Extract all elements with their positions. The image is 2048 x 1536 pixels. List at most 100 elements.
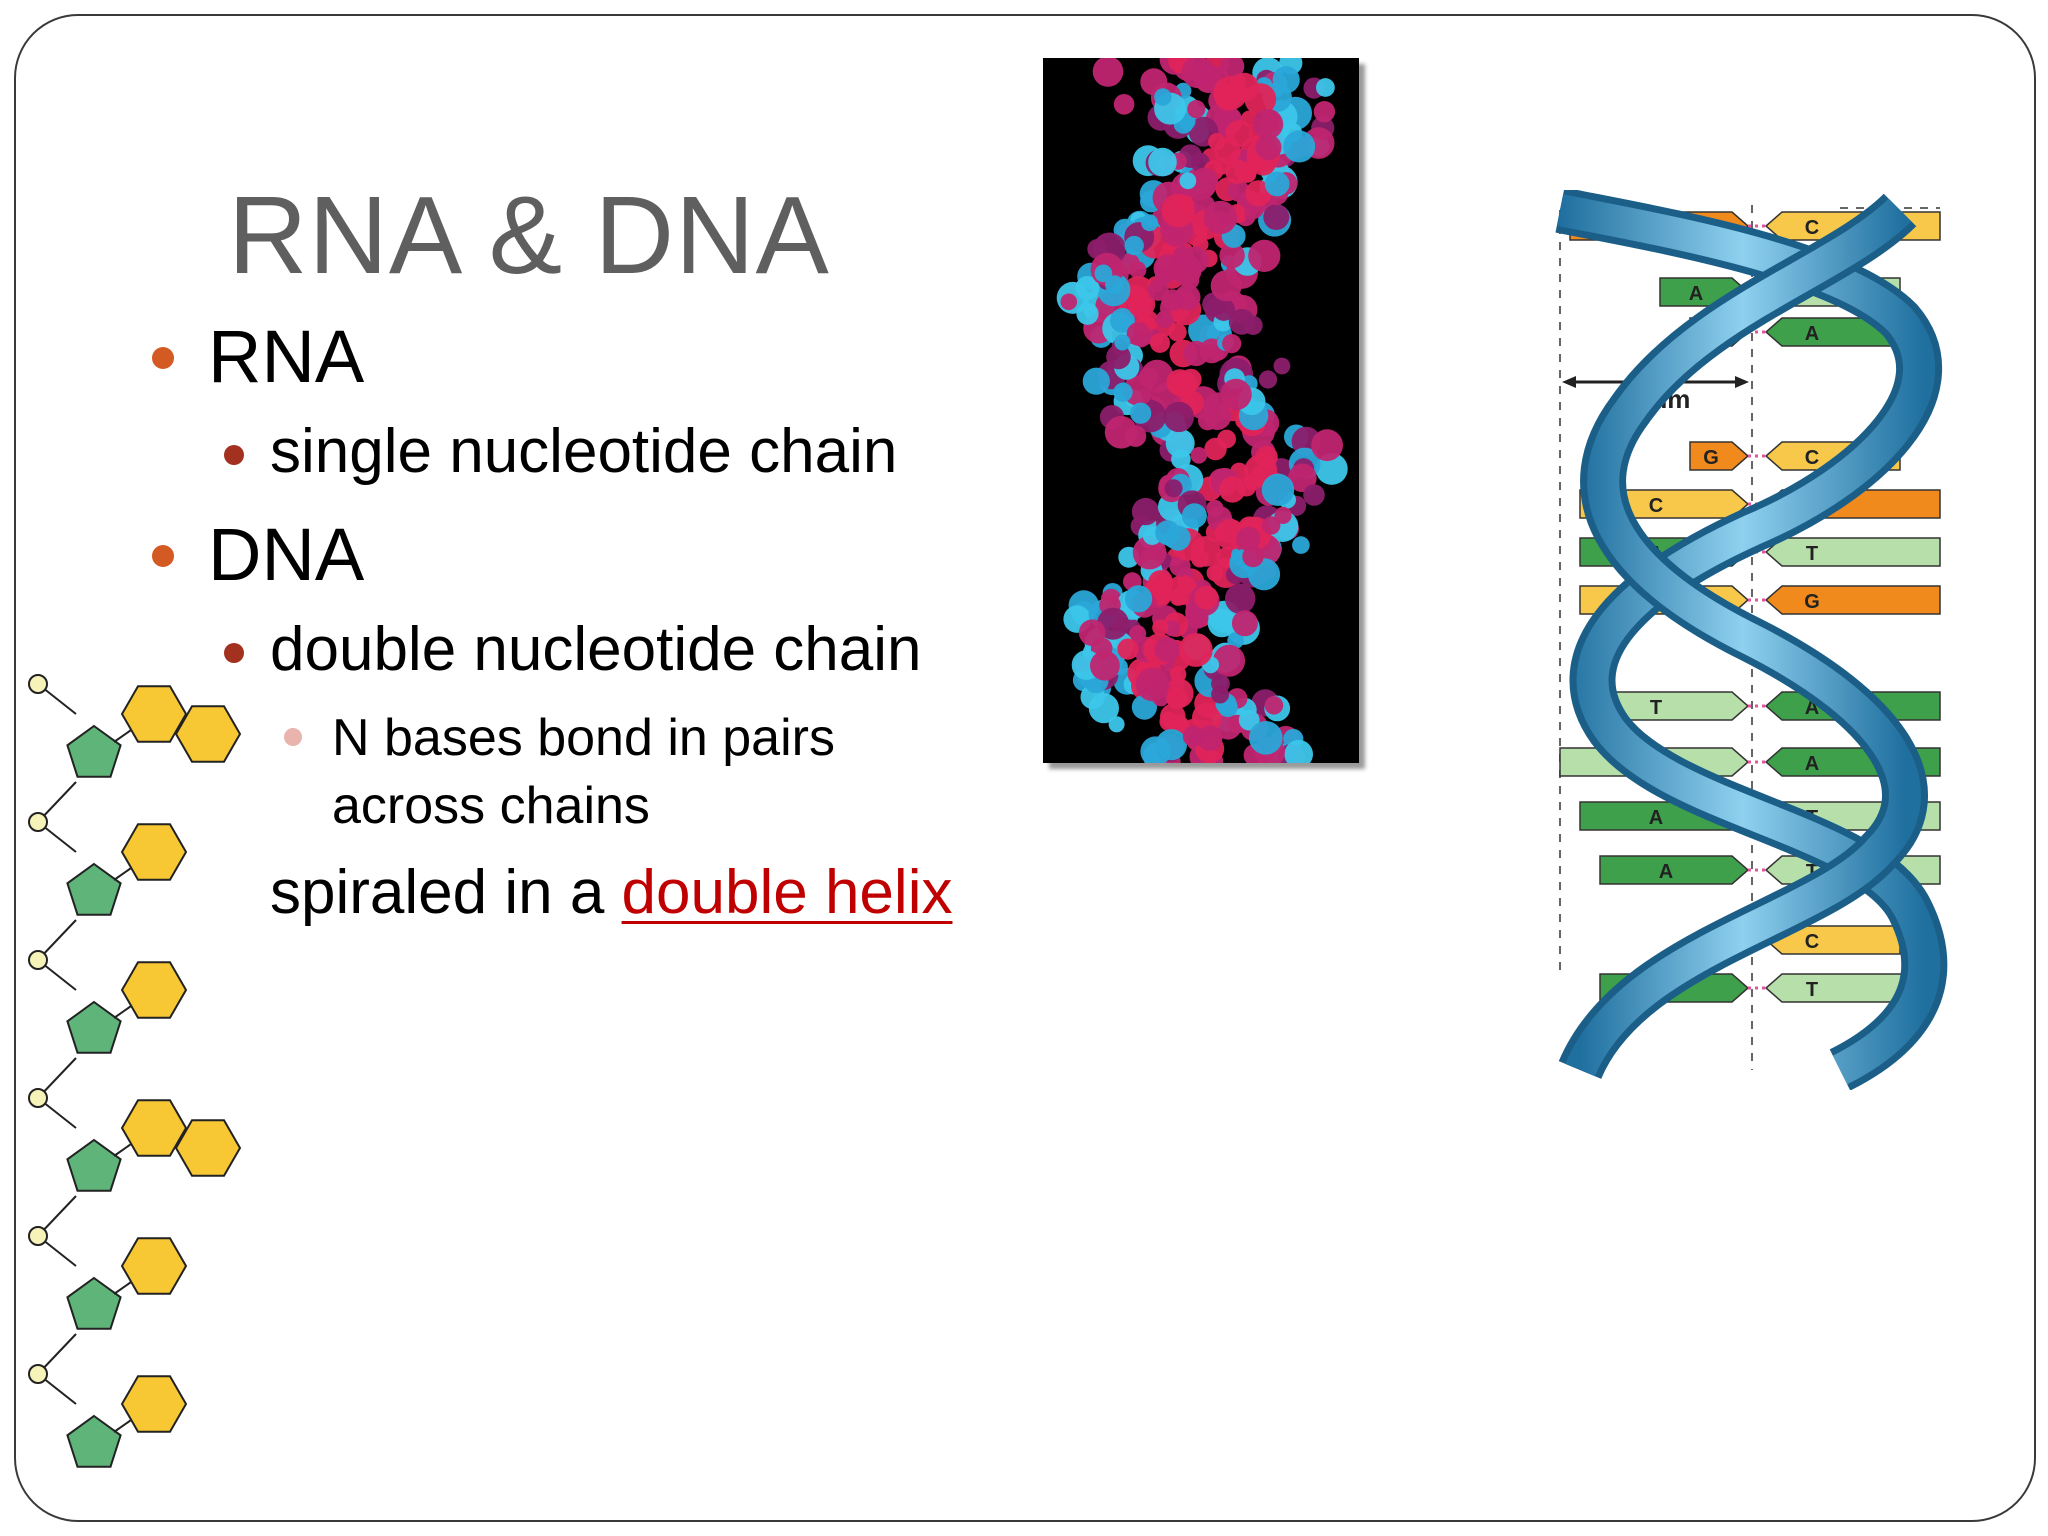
atom-sphere xyxy=(1211,674,1230,693)
atom-sphere xyxy=(1217,429,1236,449)
atom-sphere xyxy=(1124,235,1144,256)
atom-sphere xyxy=(1110,308,1135,333)
base-hexagon xyxy=(120,1375,188,1433)
atom-sphere xyxy=(1284,739,1313,763)
atom-sphere xyxy=(1082,367,1110,395)
atom-sphere xyxy=(1155,310,1174,329)
atom-sphere xyxy=(1192,702,1222,733)
sugar-pentagon xyxy=(66,1414,122,1468)
atom-sphere xyxy=(1164,620,1180,637)
bullet-dot xyxy=(152,545,174,567)
bullet-dna-continuation: spiraled in a double helix xyxy=(270,857,952,928)
sugar-pentagon xyxy=(66,862,122,916)
atom-sphere xyxy=(1255,445,1278,469)
atom-sphere xyxy=(1273,357,1291,375)
atom-sphere xyxy=(1148,570,1174,596)
base-letter: G xyxy=(1804,591,1820,613)
atom-sphere xyxy=(1187,100,1206,119)
atom-sphere xyxy=(1152,619,1169,636)
atom-sphere xyxy=(1105,275,1124,295)
atom-sphere xyxy=(1163,401,1194,433)
base-letter: A xyxy=(1649,807,1663,829)
sugar-pentagon xyxy=(66,1138,122,1192)
atom-sphere xyxy=(1249,721,1283,755)
atom-sphere xyxy=(1090,650,1120,681)
atom-sphere xyxy=(1174,284,1201,311)
base-letter: C xyxy=(1649,495,1663,517)
atom-sphere xyxy=(1114,334,1131,351)
atom-sphere xyxy=(1248,239,1281,272)
atom-sphere xyxy=(1164,479,1183,498)
atom-sphere xyxy=(1274,506,1292,524)
atom-sphere xyxy=(1125,585,1153,613)
slide-title: RNA & DNA xyxy=(228,174,830,297)
atom-sphere xyxy=(1060,293,1078,311)
atom-sphere xyxy=(1113,94,1135,115)
bullet-rna: RNA xyxy=(208,315,365,398)
bullet-dna-subsub-line1: N bases bond in pairs xyxy=(332,709,835,767)
atom-sphere xyxy=(1203,402,1232,431)
bullet-dna-subsub-line2: across chains xyxy=(332,777,650,835)
base-left xyxy=(1689,441,1750,471)
phosphate xyxy=(28,812,48,832)
atom-sphere xyxy=(1138,367,1159,388)
atom-sphere xyxy=(1283,130,1316,163)
rna-nucleotide-chain-diagram xyxy=(28,674,242,1468)
atom-sphere xyxy=(1160,703,1186,730)
bullet-dna-subsub: N bases bond in pairs across chains xyxy=(332,704,835,840)
atom-sphere xyxy=(1197,725,1223,751)
atom-sphere xyxy=(1225,159,1250,184)
atom-sphere xyxy=(1242,545,1264,568)
atom-sphere xyxy=(1230,72,1259,102)
atom-sphere xyxy=(1126,322,1151,346)
atom-sphere xyxy=(1154,637,1180,663)
base-letter: A xyxy=(1805,323,1819,345)
base-hexagon xyxy=(174,705,242,763)
atom-sphere xyxy=(1206,564,1224,582)
atom-sphere xyxy=(1227,632,1244,649)
base-letter: T xyxy=(1650,697,1662,719)
sugar-pentagon xyxy=(66,1000,122,1054)
base-letter: C xyxy=(1805,217,1819,239)
base-letter: C xyxy=(1805,447,1819,469)
atom-sphere xyxy=(1117,638,1139,660)
atom-sphere xyxy=(1311,429,1343,462)
atom-sphere xyxy=(1170,371,1198,398)
atom-sphere xyxy=(1220,58,1245,79)
atom-sphere xyxy=(1245,180,1272,207)
atom-sphere xyxy=(1129,261,1147,279)
atom-sphere xyxy=(1313,101,1336,123)
atom-sphere xyxy=(1264,171,1290,197)
atom-sphere xyxy=(1222,334,1242,354)
atom-sphere xyxy=(1179,172,1197,190)
atom-sphere xyxy=(1190,167,1219,196)
atom-sphere xyxy=(1255,134,1282,161)
atom-sphere xyxy=(1220,378,1252,411)
base-right xyxy=(1764,537,1941,567)
base-letter: T xyxy=(1806,543,1818,565)
atom-sphere xyxy=(1213,644,1246,677)
atom-sphere xyxy=(1150,332,1170,353)
nucleotide xyxy=(28,950,188,1099)
atom-sphere xyxy=(1190,447,1208,464)
atom-sphere xyxy=(1225,120,1253,148)
bullet-dot xyxy=(152,347,174,369)
atom-sphere xyxy=(1303,484,1325,506)
atom-sphere xyxy=(1130,402,1152,424)
atom-sphere xyxy=(1092,58,1124,87)
atom-sphere xyxy=(1315,452,1348,485)
atom-sphere xyxy=(1166,687,1188,710)
bullet-dot xyxy=(224,643,244,663)
continuation-text: spiraled in a xyxy=(270,858,622,927)
atom-sphere xyxy=(1147,279,1169,301)
double-helix-link[interactable]: double helix xyxy=(621,858,953,927)
atom-sphere xyxy=(1190,536,1221,567)
base-left xyxy=(1599,855,1750,885)
base-hexagon xyxy=(174,1119,242,1177)
atom-sphere xyxy=(1165,428,1195,458)
atom-sphere xyxy=(1075,276,1100,300)
nucleotide xyxy=(28,1088,242,1237)
base-letter: A xyxy=(1805,753,1819,775)
atom-sphere xyxy=(1135,667,1170,702)
atom-sphere xyxy=(1154,88,1172,106)
